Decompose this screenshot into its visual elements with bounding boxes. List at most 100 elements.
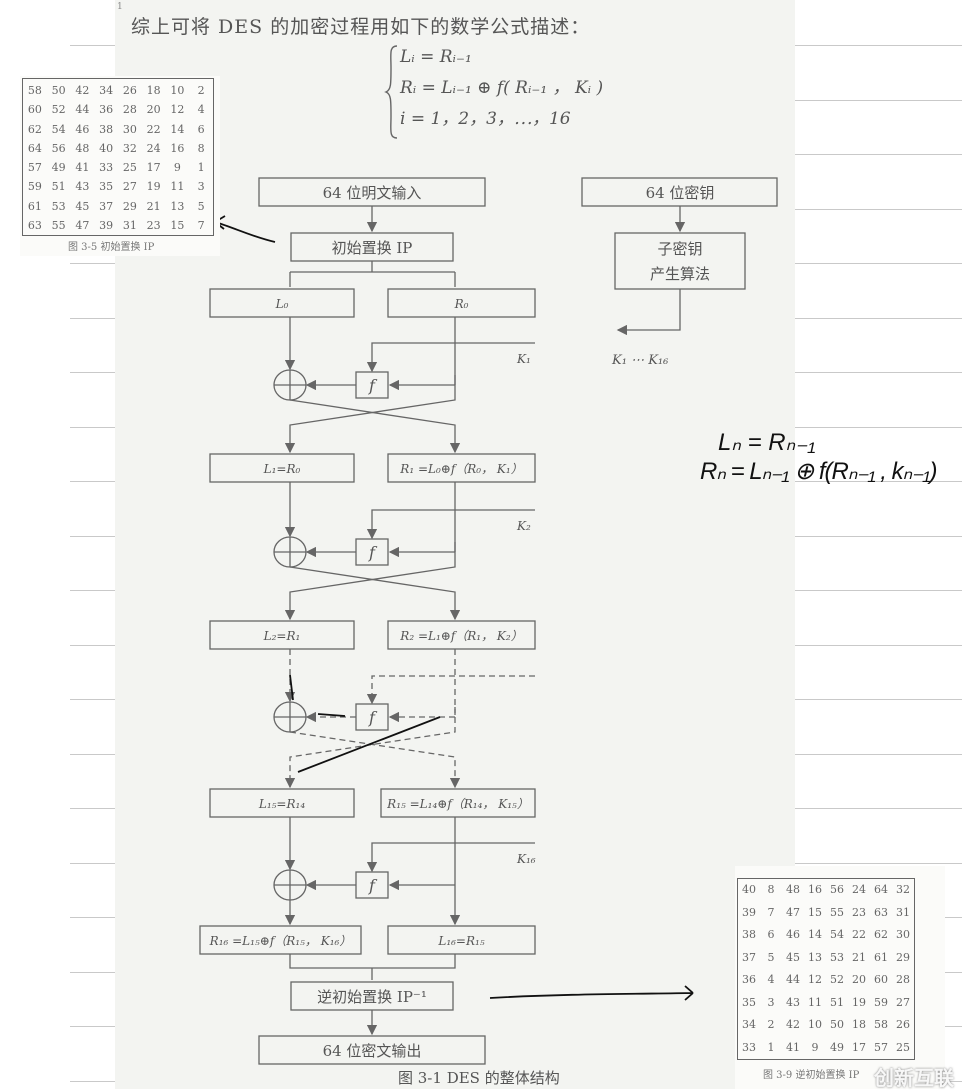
- table-cell: 41: [75, 161, 90, 174]
- table-cell: 32: [896, 883, 910, 896]
- key-label: 64 位密钥: [646, 184, 715, 202]
- table-cell: 3: [197, 180, 205, 194]
- left-box: [199, 925, 362, 955]
- table-cell: 47: [786, 905, 800, 919]
- table-cell: 48: [786, 883, 800, 896]
- table-cell: 63: [27, 218, 42, 232]
- left-box: [209, 620, 355, 650]
- table-cell: 10: [170, 84, 185, 97]
- table-cell: 8: [767, 883, 775, 896]
- table-cell: 30: [122, 122, 137, 136]
- table-cell: 39: [99, 218, 114, 232]
- table-cell: 16: [808, 883, 822, 896]
- table-cell: 38: [742, 928, 756, 941]
- table-cell: 49: [51, 161, 66, 174]
- table-cell: 14: [170, 122, 185, 136]
- table-cell: 54: [51, 122, 66, 136]
- right-label: R₂ =L₁⊕f（R₁， K₂）: [399, 629, 522, 643]
- input-label: 64 位明文输入: [323, 184, 422, 202]
- handwritten-strokes: [214, 215, 694, 1001]
- table-cell: 18: [852, 1018, 866, 1031]
- table-cell: 58: [27, 84, 42, 97]
- table-cell: 47: [75, 218, 90, 232]
- left-label: L₁₅=R₁₄: [258, 797, 305, 811]
- round-key-label: K₁₆: [516, 852, 536, 866]
- subkey-label: 产生算法: [650, 265, 710, 283]
- table-cell: 49: [830, 1040, 844, 1054]
- f-label: f: [368, 708, 378, 727]
- table-cell: 3: [767, 995, 775, 1009]
- table-cell: 5: [767, 950, 775, 964]
- right-label: L₁₆=R₁₅: [437, 934, 484, 948]
- table-cell: 57: [27, 161, 42, 174]
- table-cell: 26: [896, 1018, 910, 1031]
- output-label: 64 位密文输出: [323, 1042, 422, 1060]
- right-label: R₁ =L₀⊕f（R₀， K₁）: [399, 462, 522, 476]
- table-cell: 58: [874, 1018, 888, 1031]
- table-cell: 28: [122, 103, 137, 117]
- table-cell: 27: [122, 180, 137, 194]
- right-box: [387, 288, 536, 318]
- table-cell: 17: [852, 1040, 866, 1054]
- table-cell: 55: [51, 218, 66, 232]
- handwritten-note: Lₙ = Rₙ₋₁ Rₙ = Lₙ₋₁ ⊕ f(Rₙ₋₁ , kₙ₋₁): [700, 428, 937, 486]
- table-cell: 13: [808, 950, 822, 964]
- right-box: [380, 788, 536, 818]
- formula: Lᵢ = Rᵢ₋₁ Rᵢ = Lᵢ₋₁ ⊕ f( Rᵢ₋₁ ， Kᵢ ) i =…: [400, 42, 603, 135]
- table-cell: 8: [197, 141, 205, 155]
- table-cell: 40: [99, 141, 114, 155]
- left-box: [209, 453, 355, 483]
- formula-line: i = 1，2，3，⋯，16: [400, 109, 571, 129]
- table-cell: 32: [122, 141, 137, 155]
- table-cell: 50: [51, 84, 66, 97]
- table-cell: 52: [51, 103, 66, 117]
- table-cell: 61: [874, 950, 888, 964]
- table-cell: 55: [830, 905, 844, 919]
- left-box: [209, 788, 355, 818]
- table-cell: 59: [27, 180, 42, 194]
- table-cell: 16: [170, 141, 185, 155]
- diagram-caption: 图 3-1 DES 的整体结构: [398, 1069, 560, 1087]
- table-cell: 11: [808, 995, 822, 1009]
- table-cell: 60: [874, 973, 888, 986]
- table-cell: 9: [173, 161, 181, 174]
- formula-brace: [384, 45, 398, 139]
- formula-line: Rᵢ = Lᵢ₋₁ ⊕ f( Rᵢ₋₁ ， Kᵢ ): [400, 78, 604, 98]
- table-cell: 53: [830, 950, 844, 964]
- ip-table-caption: 图 3-5 初始置换 IP: [68, 242, 155, 253]
- table-cell: 33: [742, 1040, 756, 1054]
- table-cell: 63: [874, 905, 888, 919]
- table-cell: 22: [852, 928, 866, 941]
- round-key-label: K₁: [516, 352, 531, 366]
- table-cell: 24: [146, 141, 161, 155]
- right-label: R₁₅ =L₁₄⊕f（R₁₄， K₁₅）: [386, 797, 529, 811]
- table-cell: 5: [197, 199, 205, 213]
- table-cell: 26: [122, 84, 137, 97]
- table-cell: 4: [767, 973, 775, 986]
- table-cell: 36: [742, 973, 756, 986]
- table-cell: 23: [146, 218, 161, 232]
- table-cell: 34: [742, 1018, 756, 1031]
- table-cell: 62: [874, 928, 888, 941]
- table-cell: 37: [742, 950, 756, 964]
- f-label: f: [368, 876, 378, 895]
- subkeys-label: K₁ ⋯ K₁₆: [611, 353, 668, 368]
- right-box: [387, 453, 536, 483]
- table-cell: 46: [786, 928, 800, 941]
- table-cell: 10: [808, 1018, 822, 1031]
- table-cell: 24: [852, 883, 866, 896]
- page-number: 1: [117, 2, 123, 12]
- table-cell: 17: [146, 161, 161, 174]
- table-cell: 42: [75, 84, 90, 97]
- handwritten-line: Lₙ = Rₙ₋₁: [718, 429, 816, 456]
- table-cell: 33: [99, 161, 114, 174]
- table-cell: 42: [786, 1018, 800, 1031]
- table-cell: 2: [767, 1018, 775, 1031]
- table-cell: 21: [852, 950, 866, 964]
- table-cell: 39: [742, 905, 756, 919]
- table-cell: 54: [830, 928, 844, 941]
- table-cell: 35: [742, 995, 756, 1009]
- table-cell: 50: [830, 1018, 844, 1031]
- f-label: f: [368, 543, 378, 562]
